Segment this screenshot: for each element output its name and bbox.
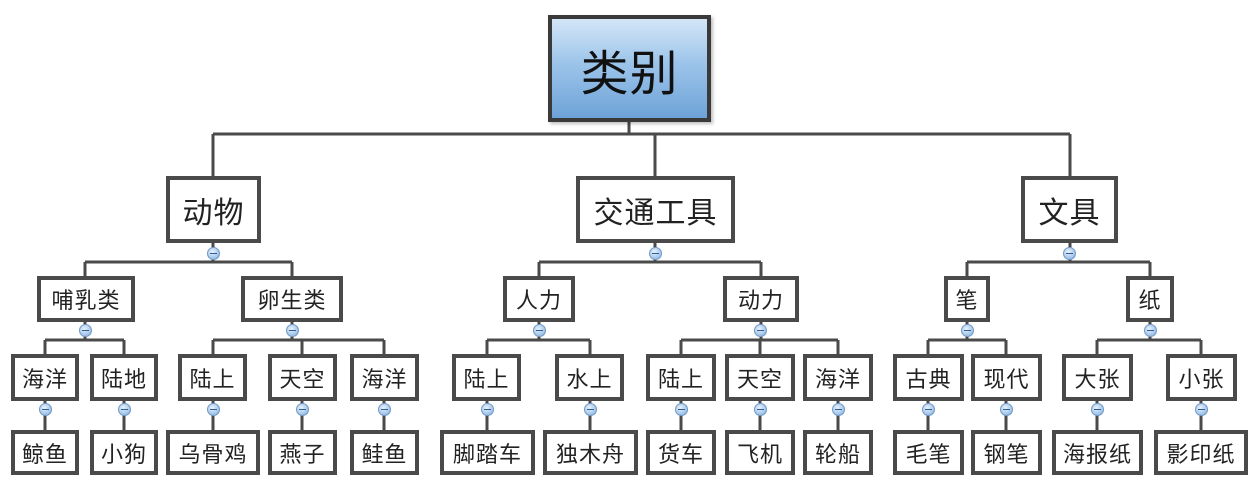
sub-node-classical: 古典 bbox=[893, 354, 964, 401]
root-node: 类别 bbox=[548, 15, 711, 122]
category-node-stationery: 文具 bbox=[1021, 176, 1118, 243]
example-node-truck: 货车 bbox=[646, 430, 716, 475]
example-node-whale: 鲸鱼 bbox=[11, 430, 79, 475]
example-node-airplane: 飞机 bbox=[725, 430, 795, 475]
example-node-fountain-pen: 钢笔 bbox=[971, 430, 1042, 475]
example-node-swallow: 燕子 bbox=[268, 430, 337, 475]
collapse-icon[interactable] bbox=[481, 403, 494, 416]
collapse-icon[interactable] bbox=[1091, 403, 1104, 416]
collapse-icon[interactable] bbox=[1063, 247, 1076, 260]
sub-node-large: 大张 bbox=[1062, 354, 1133, 401]
group-node-motor-powered: 动力 bbox=[723, 276, 799, 322]
example-node-canoe: 独木舟 bbox=[543, 430, 638, 475]
group-node-human-powered: 人力 bbox=[503, 276, 575, 322]
category-node-transport: 交通工具 bbox=[576, 176, 735, 243]
example-node-poster-paper: 海报纸 bbox=[1052, 430, 1143, 475]
sub-node-ocean: 海洋 bbox=[350, 354, 419, 401]
collapse-icon[interactable] bbox=[584, 403, 597, 416]
example-node-puppy: 小狗 bbox=[90, 430, 158, 475]
collapse-icon[interactable] bbox=[922, 403, 935, 416]
collapse-icon[interactable] bbox=[207, 247, 220, 260]
sub-node-sky: 天空 bbox=[268, 354, 337, 401]
example-node-salmon: 鲑鱼 bbox=[350, 430, 419, 475]
collapse-icon[interactable] bbox=[79, 324, 92, 337]
collapse-icon[interactable] bbox=[39, 403, 52, 416]
collapse-icon[interactable] bbox=[1195, 403, 1208, 416]
collapse-icon[interactable] bbox=[286, 324, 299, 337]
collapse-icon[interactable] bbox=[207, 403, 220, 416]
group-node-oviparous: 卵生类 bbox=[241, 276, 343, 322]
group-node-mammals: 哺乳类 bbox=[37, 276, 135, 322]
collapse-icon[interactable] bbox=[832, 403, 845, 416]
example-node-silkie-chicken: 乌骨鸡 bbox=[166, 430, 260, 475]
example-node-copy-paper: 影印纸 bbox=[1154, 430, 1248, 475]
collapse-icon[interactable] bbox=[675, 403, 688, 416]
sub-node-on-land: 陆上 bbox=[178, 354, 247, 401]
sub-node-on-land: 陆上 bbox=[646, 354, 716, 401]
example-node-ship: 轮船 bbox=[803, 430, 873, 475]
collapse-icon[interactable] bbox=[118, 403, 131, 416]
category-node-animals: 动物 bbox=[166, 176, 261, 243]
sub-node-on-water: 水上 bbox=[555, 354, 624, 401]
sub-node-land: 陆地 bbox=[90, 354, 158, 401]
sub-node-ocean: 海洋 bbox=[803, 354, 873, 401]
sub-node-ocean: 海洋 bbox=[11, 354, 79, 401]
collapse-icon[interactable] bbox=[1000, 403, 1013, 416]
group-node-pens: 笔 bbox=[944, 276, 990, 322]
collapse-icon[interactable] bbox=[533, 324, 546, 337]
example-node-brush-pen: 毛笔 bbox=[893, 430, 964, 475]
sub-node-sky: 天空 bbox=[725, 354, 795, 401]
collapse-icon[interactable] bbox=[754, 324, 767, 337]
group-node-paper: 纸 bbox=[1126, 276, 1174, 322]
collapse-icon[interactable] bbox=[1144, 324, 1157, 337]
collapse-icon[interactable] bbox=[378, 403, 391, 416]
collapse-icon[interactable] bbox=[649, 247, 662, 260]
sub-node-small: 小张 bbox=[1166, 354, 1237, 401]
collapse-icon[interactable] bbox=[296, 403, 309, 416]
collapse-icon[interactable] bbox=[754, 403, 767, 416]
sub-node-on-land: 陆上 bbox=[452, 354, 521, 401]
example-node-bicycle: 脚踏车 bbox=[440, 430, 535, 475]
collapse-icon[interactable] bbox=[961, 324, 974, 337]
sub-node-modern: 现代 bbox=[971, 354, 1042, 401]
